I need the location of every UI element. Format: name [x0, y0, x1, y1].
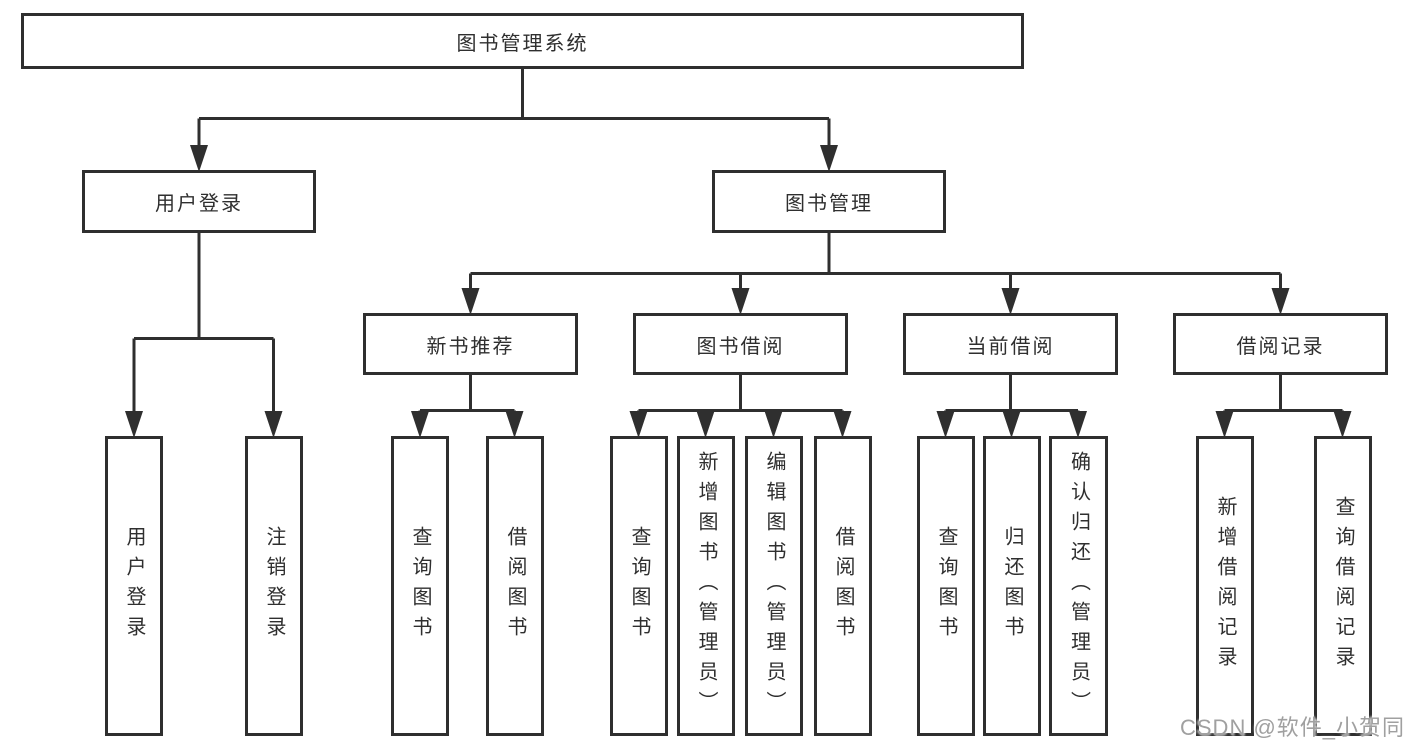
node-book-management: 图书管理	[712, 170, 946, 233]
node-borrow-record: 借阅记录	[1173, 313, 1388, 375]
arrowhead	[190, 145, 208, 172]
arrowhead	[936, 411, 955, 438]
edge-borrowrecord-children	[1223, 375, 1344, 416]
arrowhead	[125, 411, 143, 438]
node-current-borrow: 当前借阅	[903, 313, 1118, 375]
arrowhead	[1333, 411, 1352, 438]
arrowhead	[696, 411, 715, 438]
arrowhead	[264, 411, 283, 438]
arrowhead	[1215, 411, 1234, 438]
edge-newbook-children	[418, 375, 516, 416]
edge-currentborrow-children	[944, 375, 1080, 416]
node-root: 图书管理系统	[21, 13, 1024, 69]
arrowhead	[731, 288, 750, 315]
arrowhead	[505, 411, 524, 438]
connector-arrowheads	[125, 145, 1352, 438]
node-new-book-recommend: 新书推荐	[363, 313, 578, 375]
arrowhead	[820, 145, 838, 172]
node-leaf-br-add-record: 新增借阅记录	[1196, 436, 1254, 736]
edge-userlogin-children	[132, 233, 275, 416]
node-leaf-bb-borrow-book: 借阅图书	[814, 436, 872, 736]
connector-edges	[132, 69, 1344, 416]
arrowhead	[764, 411, 783, 438]
edge-bookborrow-children	[637, 375, 844, 416]
arrowhead	[629, 411, 648, 438]
edge-root-to-level1	[197, 69, 831, 150]
node-leaf-cb-query-book: 查询图书	[917, 436, 975, 736]
arrowhead	[411, 411, 429, 438]
node-leaf-logout: 注销登录	[245, 436, 303, 736]
node-leaf-bb-add-book-admin: 新增图书（管理员）	[677, 436, 735, 736]
arrowhead	[1271, 288, 1290, 315]
node-leaf-nb-borrow-book: 借阅图书	[486, 436, 544, 736]
arrowhead	[1001, 288, 1020, 315]
arrowhead	[1002, 411, 1021, 438]
node-leaf-user-login: 用户登录	[105, 436, 163, 736]
node-book-borrow: 图书借阅	[633, 313, 848, 375]
edge-bookmgmt-children	[469, 233, 1282, 293]
node-user-login: 用户登录	[82, 170, 316, 233]
watermark: CSDN @软件_小贺同学	[1180, 715, 1405, 740]
node-leaf-cb-confirm-return-admin: 确认归还（管理员）	[1049, 436, 1108, 736]
node-leaf-nb-query-book: 查询图书	[391, 436, 449, 736]
node-leaf-bb-query-book: 查询图书	[610, 436, 668, 736]
node-leaf-bb-edit-book-admin: 编辑图书（管理员）	[745, 436, 803, 736]
arrowhead	[833, 411, 852, 438]
arrowhead	[461, 288, 480, 315]
arrowhead	[1069, 411, 1087, 438]
node-leaf-br-query-record: 查询借阅记录	[1314, 436, 1372, 736]
node-leaf-cb-return-book: 归还图书	[983, 436, 1041, 736]
